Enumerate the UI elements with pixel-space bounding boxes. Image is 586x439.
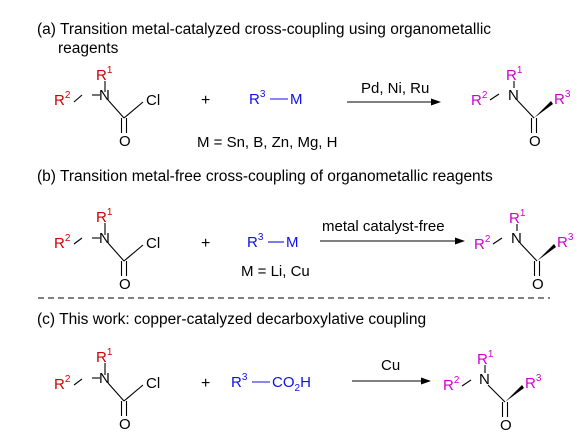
- carbamoyl-chloride-a: R1 R2 N O Cl: [54, 65, 160, 150]
- amide-product-c: R1 R2 N O R3: [443, 349, 542, 434]
- metal-label: M: [286, 234, 299, 251]
- scheme-b: R1 R2 N O Cl + R3 M M = Li, Cu metal cat…: [54, 207, 574, 293]
- reagent-a: R3 M: [249, 89, 303, 108]
- oxygen-label: O: [119, 416, 131, 433]
- reagent-b: R3 M: [247, 232, 299, 251]
- product-nitrogen-label: N: [479, 371, 490, 388]
- r3-label: R3: [231, 372, 248, 391]
- r1-label: R1: [96, 347, 113, 366]
- r2-label: R2: [54, 90, 71, 109]
- chlorine-label: Cl: [146, 235, 160, 252]
- product-oxygen-label: O: [529, 133, 541, 150]
- product-nitrogen-label: N: [508, 87, 519, 104]
- scheme-a: R1 R2 N O Cl + R3 M M = Sn, B, Zn, Mg, H…: [54, 65, 571, 151]
- product-r2-label: R2: [443, 375, 460, 394]
- carbamoyl-chloride-b: R1 R2 N O Cl: [54, 207, 160, 293]
- metal-condition: M = Li, Cu: [241, 263, 310, 280]
- product-r1-label: R1: [477, 349, 494, 368]
- metal-label: M: [290, 91, 303, 108]
- product-oxygen-label: O: [532, 276, 544, 293]
- product-r3-label: R3: [525, 373, 542, 392]
- reaction-arrow-b: metal catalyst-free: [320, 218, 465, 245]
- section-a-title-line2: reagents: [58, 40, 119, 57]
- reaction-arrow-a: Pd, Ni, Ru: [347, 80, 441, 106]
- product-r2-label: R2: [474, 234, 491, 253]
- section-a-title-line1: (a) Transition metal-catalyzed cross-cou…: [37, 21, 492, 38]
- amide-product-a: R1 R2 N O R3: [471, 65, 571, 150]
- r2-label: R2: [54, 374, 71, 393]
- r1-label: R1: [96, 207, 113, 226]
- r3-label: R3: [249, 89, 266, 108]
- metal-condition: M = Sn, B, Zn, Mg, H: [197, 134, 337, 151]
- reagent-c: R3 CO2H: [231, 372, 311, 394]
- r1-label: R1: [96, 65, 113, 84]
- plus-sign: +: [201, 375, 210, 392]
- nitrogen-label: N: [99, 87, 110, 104]
- r2-label: R2: [54, 233, 71, 252]
- section-b-title: (b) Transition metal-free cross-coupling…: [37, 168, 493, 185]
- r3-label: R3: [247, 232, 264, 251]
- chlorine-label: Cl: [146, 375, 160, 392]
- arrow-label-b: metal catalyst-free: [322, 218, 445, 235]
- product-r3-label: R3: [557, 232, 574, 251]
- amide-product-b: R1 R2 N O R3: [474, 208, 574, 293]
- arrow-label-a: Pd, Ni, Ru: [361, 80, 429, 97]
- product-r2-label: R2: [471, 90, 488, 109]
- carboxyl-label: CO2H: [272, 374, 311, 394]
- product-r3-label: R3: [554, 89, 571, 108]
- chlorine-label: Cl: [146, 92, 160, 109]
- product-r1-label: R1: [506, 65, 523, 84]
- section-c-title: (c) This work: copper-catalyzed decarbox…: [37, 311, 427, 328]
- plus-sign: +: [201, 92, 210, 109]
- nitrogen-label: N: [99, 370, 110, 387]
- product-oxygen-label: O: [500, 417, 512, 434]
- arrow-label-c: Cu: [381, 357, 400, 374]
- carbamoyl-chloride-c: R1 R2 N O Cl: [54, 347, 160, 433]
- product-nitrogen-label: N: [511, 230, 522, 247]
- oxygen-label: O: [119, 276, 131, 293]
- reaction-arrow-c: Cu: [352, 357, 431, 385]
- scheme-c: R1 R2 N O Cl + R3 CO2H Cu R1 R2 N O: [54, 347, 542, 434]
- plus-sign: +: [201, 235, 210, 252]
- product-r1-label: R1: [509, 208, 526, 227]
- nitrogen-label: N: [99, 230, 110, 247]
- oxygen-label: O: [119, 133, 131, 150]
